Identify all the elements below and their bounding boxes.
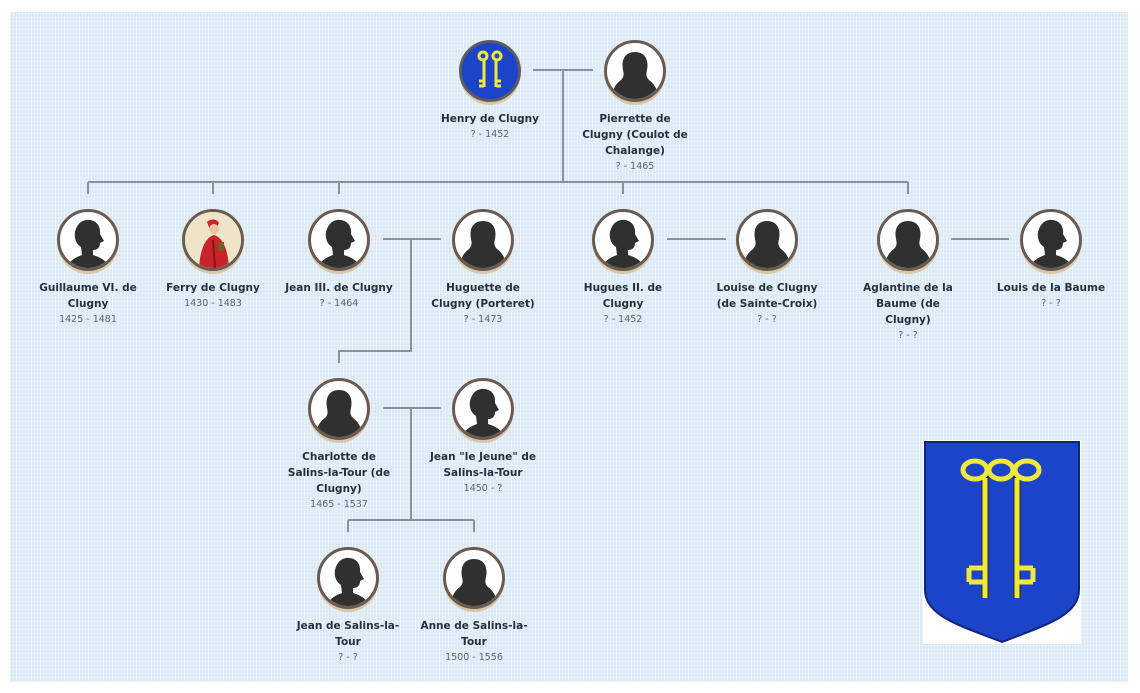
person-dates: ? - ? — [898, 330, 918, 341]
person-card-louise[interactable]: Louise de Clugny (de Sainte-Croix) ? - ? — [712, 209, 822, 327]
female-silhouette-icon — [604, 40, 666, 102]
female-silhouette-icon — [877, 209, 939, 271]
female-silhouette-icon — [308, 378, 370, 440]
person-dates: ? - ? — [757, 314, 777, 325]
female-silhouette-icon — [443, 547, 505, 609]
male-silhouette-icon — [308, 209, 370, 271]
child-drops-generation-2 — [87, 182, 909, 194]
person-dates: 1500 - 1556 — [445, 652, 503, 663]
coat-of-arms-icon — [459, 40, 521, 102]
person-name: Anne de Salins-la-Tour — [420, 620, 528, 648]
male-silhouette-icon — [57, 209, 119, 271]
person-dates: ? - 1465 — [615, 161, 655, 172]
person-name: Jean de Salins-la-Tour — [296, 620, 400, 648]
person-name: Jean III. de Clugny — [285, 282, 393, 294]
person-dates: 1430 - 1483 — [184, 298, 242, 309]
person-dates: ? - ? — [1041, 298, 1061, 309]
person-name: Guillaume VI. de Clugny — [39, 282, 137, 310]
tree-connector-lines — [87, 69, 1009, 532]
person-name: Charlotte de Salins-la-Tour (de Clugny) — [287, 451, 391, 495]
person-dates: 1450 - ? — [463, 483, 503, 494]
person-card-louis[interactable]: Louis de la Baume ? - ? — [996, 209, 1106, 311]
person-name: Louis de la Baume — [996, 282, 1106, 294]
person-card-huguette[interactable]: Huguette de Clugny (Porteret) ? - 1473 — [428, 209, 538, 327]
person-card-jean-le-jeune[interactable]: Jean "le Jeune" de Salins-la-Tour 1450 -… — [428, 378, 538, 496]
person-dates: ? - 1452 — [603, 314, 643, 325]
person-card-aglantine[interactable]: Aglantine de la Baume (de Clugny) ? - ? — [853, 209, 963, 343]
person-dates: ? - ? — [338, 652, 358, 663]
person-card-ferry[interactable]: Ferry de Clugny 1430 - 1483 — [158, 209, 268, 311]
clugny-coat-of-arms-icon — [923, 440, 1081, 644]
person-card-guillaume[interactable]: Guillaume VI. de Clugny 1425 - 1481 — [33, 209, 143, 327]
cardinal-portrait-icon — [182, 209, 244, 271]
person-card-henry[interactable]: Henry de Clugny ? - 1452 — [435, 40, 545, 142]
person-name: Henry de Clugny — [441, 113, 539, 125]
person-card-jean-iii[interactable]: Jean III. de Clugny ? - 1464 — [284, 209, 394, 311]
female-silhouette-icon — [736, 209, 798, 271]
person-dates: 1465 - 1537 — [310, 499, 368, 510]
person-name: Huguette de Clugny (Porteret) — [431, 282, 535, 310]
male-silhouette-icon — [452, 378, 514, 440]
person-name: Jean "le Jeune" de Salins-la-Tour — [430, 451, 536, 479]
person-card-pierrette[interactable]: Pierrette de Clugny (Coulot de Chalange)… — [580, 40, 690, 174]
male-silhouette-icon — [592, 209, 654, 271]
female-silhouette-icon — [452, 209, 514, 271]
person-card-hugues-ii[interactable]: Hugues II. de Clugny ? - 1452 — [568, 209, 678, 327]
person-dates: ? - 1473 — [463, 314, 503, 325]
family-tree-canvas: Henry de Clugny ? - 1452 Pierrette de Cl… — [10, 12, 1128, 682]
person-name: Ferry de Clugny — [166, 282, 260, 294]
child-drops-generation-4 — [347, 520, 475, 532]
person-card-anne[interactable]: Anne de Salins-la-Tour 1500 - 1556 — [419, 547, 529, 665]
person-dates: 1425 - 1481 — [59, 314, 117, 325]
person-dates: ? - 1464 — [319, 298, 359, 309]
descent-line-jean-huguette — [338, 239, 412, 363]
person-name: Louise de Clugny (de Sainte-Croix) — [716, 282, 818, 310]
person-card-jean-de-salins[interactable]: Jean de Salins-la-Tour ? - ? — [293, 547, 403, 665]
person-name: Pierrette de Clugny (Coulot de Chalange) — [582, 113, 688, 157]
person-name: Hugues II. de Clugny — [583, 282, 663, 310]
person-name: Aglantine de la Baume (de Clugny) — [863, 282, 953, 326]
male-silhouette-icon — [1020, 209, 1082, 271]
person-dates: ? - 1452 — [470, 129, 510, 140]
male-silhouette-icon — [317, 547, 379, 609]
person-card-charlotte[interactable]: Charlotte de Salins-la-Tour (de Clugny) … — [284, 378, 394, 512]
